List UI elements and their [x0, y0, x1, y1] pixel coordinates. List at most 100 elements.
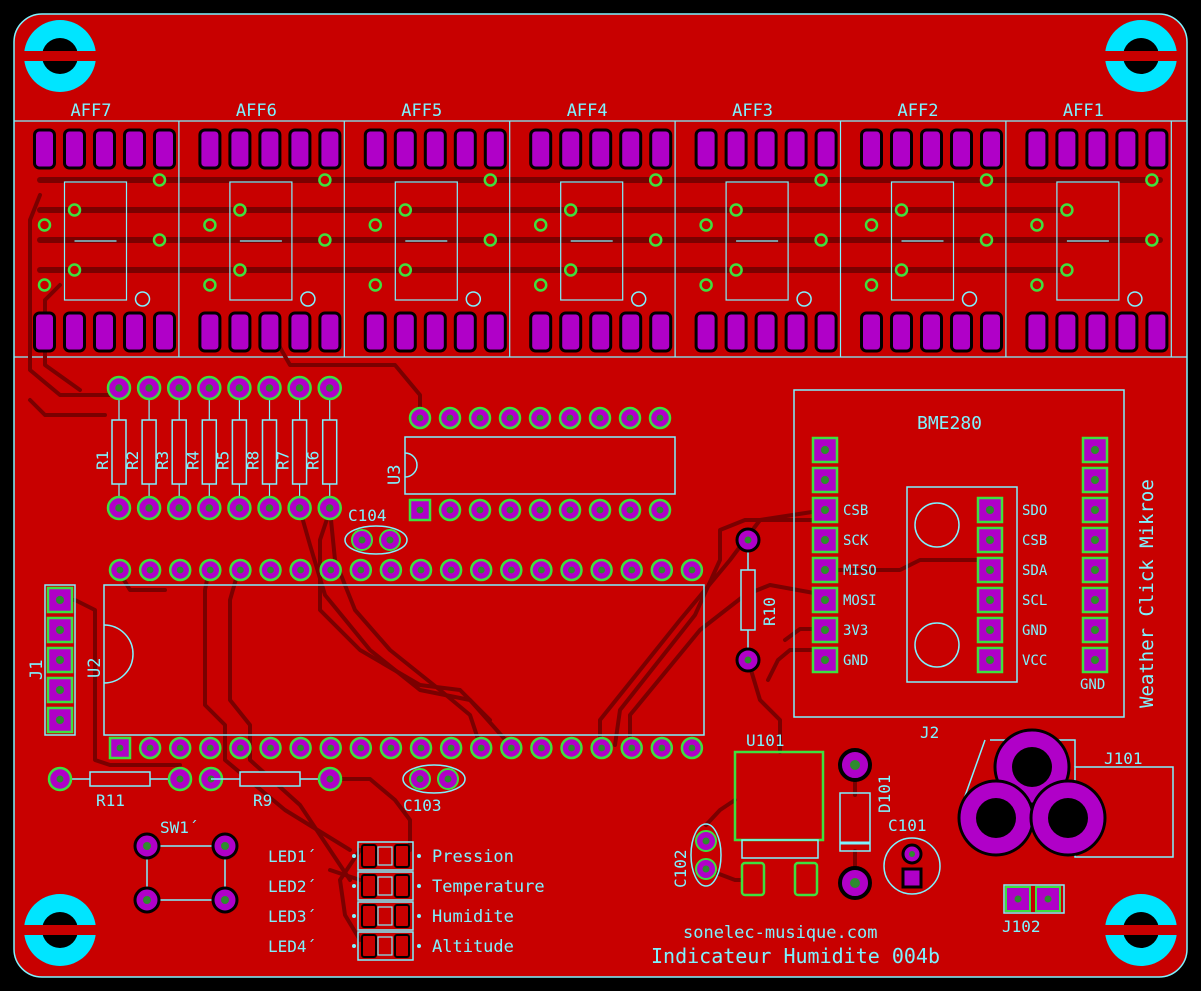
resistor-r2 — [136, 375, 162, 521]
via — [318, 233, 332, 247]
via — [894, 203, 909, 217]
display-pin-bottom — [318, 311, 342, 353]
bme-right-pin-label: SDA — [1022, 563, 1048, 579]
via — [203, 218, 217, 232]
resistor-r1 — [106, 375, 132, 521]
display-pin-top — [63, 128, 86, 170]
bme-right-pin-label: GND — [1022, 623, 1047, 639]
via — [1145, 173, 1159, 187]
website-label: sonelec-musique.com — [683, 923, 877, 943]
display-pin-top — [1115, 128, 1139, 170]
trace-16 — [328, 777, 412, 852]
resistor-label-r2: R2 — [123, 451, 142, 470]
d101-label: D101 — [875, 774, 894, 813]
display-pin-top — [1025, 128, 1049, 170]
trace-13 — [228, 563, 352, 882]
display-pin-top — [980, 128, 1003, 170]
trace-27 — [823, 558, 992, 572]
capacitor-c104 — [344, 525, 408, 555]
trace-29 — [328, 868, 362, 882]
trace-4 — [28, 193, 117, 397]
via — [67, 263, 82, 277]
display-pin-top — [33, 128, 56, 170]
r9-label: R9 — [253, 791, 272, 810]
r11-label: R11 — [96, 791, 125, 810]
via — [398, 203, 413, 217]
display-aff6 — [198, 121, 345, 357]
via — [979, 233, 994, 247]
display-label-aff4: AFF4 — [567, 101, 608, 121]
display-pin-bottom — [198, 311, 222, 353]
ic-u3 — [404, 406, 676, 522]
j102-label: J102 — [1002, 917, 1041, 936]
via — [699, 218, 713, 232]
led-function-label-4: Altitude — [432, 937, 514, 957]
bme-right-pin-label: SCL — [1022, 593, 1047, 609]
display-label-aff5: AFF5 — [401, 101, 442, 121]
via — [729, 263, 743, 277]
capacitor-c102 — [690, 823, 722, 887]
display-pin-bottom — [1115, 311, 1139, 353]
j101-label: J101 — [1104, 749, 1143, 768]
regulator-u101 — [733, 750, 825, 897]
display-pin-bottom — [258, 311, 282, 353]
via — [563, 263, 578, 277]
led-function-label-1: Pression — [432, 847, 514, 867]
display-pin-bottom — [393, 311, 417, 353]
display-pin-top — [589, 128, 613, 170]
via — [233, 203, 247, 217]
resistor-r10 — [735, 527, 761, 673]
via — [814, 233, 828, 247]
via — [563, 203, 578, 217]
display-pin-bottom — [1025, 311, 1049, 353]
display-section — [33, 121, 1172, 357]
via — [1030, 278, 1044, 292]
display-pin-top — [483, 128, 507, 170]
resistor-label-r4: R4 — [183, 451, 202, 470]
led-function-label-2: Temperature — [432, 877, 545, 897]
bme-left-pin-label: CSB — [843, 503, 868, 519]
display-pin-top — [363, 128, 387, 170]
led-4 — [352, 931, 421, 961]
display-pin-bottom — [123, 311, 146, 353]
board-substrate — [13, 13, 1188, 978]
via — [648, 173, 663, 187]
resistor-array — [106, 375, 342, 521]
via — [483, 233, 498, 247]
display-pin-bottom — [724, 311, 748, 353]
display-pin-top — [453, 128, 477, 170]
j2-label: J2 — [920, 723, 939, 742]
bme-right-pin-label: CSB — [1022, 533, 1047, 549]
display-pin-bottom — [860, 311, 883, 353]
diode-d101 — [838, 748, 872, 900]
mount-hole-bottom-right — [1105, 894, 1177, 966]
display-pin-top — [890, 128, 913, 170]
display-pin-bottom — [93, 311, 116, 353]
via — [233, 263, 247, 277]
module-name-label: Weather Click Mikroe — [1136, 479, 1158, 708]
via — [67, 203, 82, 217]
trace-10 — [318, 508, 492, 722]
via — [37, 278, 52, 292]
display-pin-top — [258, 128, 282, 170]
display-pin-top — [619, 128, 643, 170]
display-pin-bottom — [920, 311, 943, 353]
display-pin-bottom — [950, 311, 973, 353]
display-pin-top — [93, 128, 116, 170]
display-pin-top — [318, 128, 342, 170]
resistor-label-r1: R1 — [93, 451, 112, 470]
display-pin-bottom — [754, 311, 778, 353]
bme-right-header-pin — [1081, 646, 1109, 674]
display-pin-bottom — [529, 311, 553, 353]
display-pin-top — [724, 128, 748, 170]
connector-j1 — [44, 584, 76, 736]
display-pin-bottom — [288, 311, 312, 353]
trace-22 — [766, 648, 827, 682]
display-pin-bottom — [453, 311, 477, 353]
display-pin-top — [559, 128, 583, 170]
ic-u2 — [103, 558, 705, 760]
display-pin-top — [123, 128, 146, 170]
display-aff3 — [694, 121, 842, 357]
bme-right-pin-label: VCC — [1022, 653, 1047, 669]
